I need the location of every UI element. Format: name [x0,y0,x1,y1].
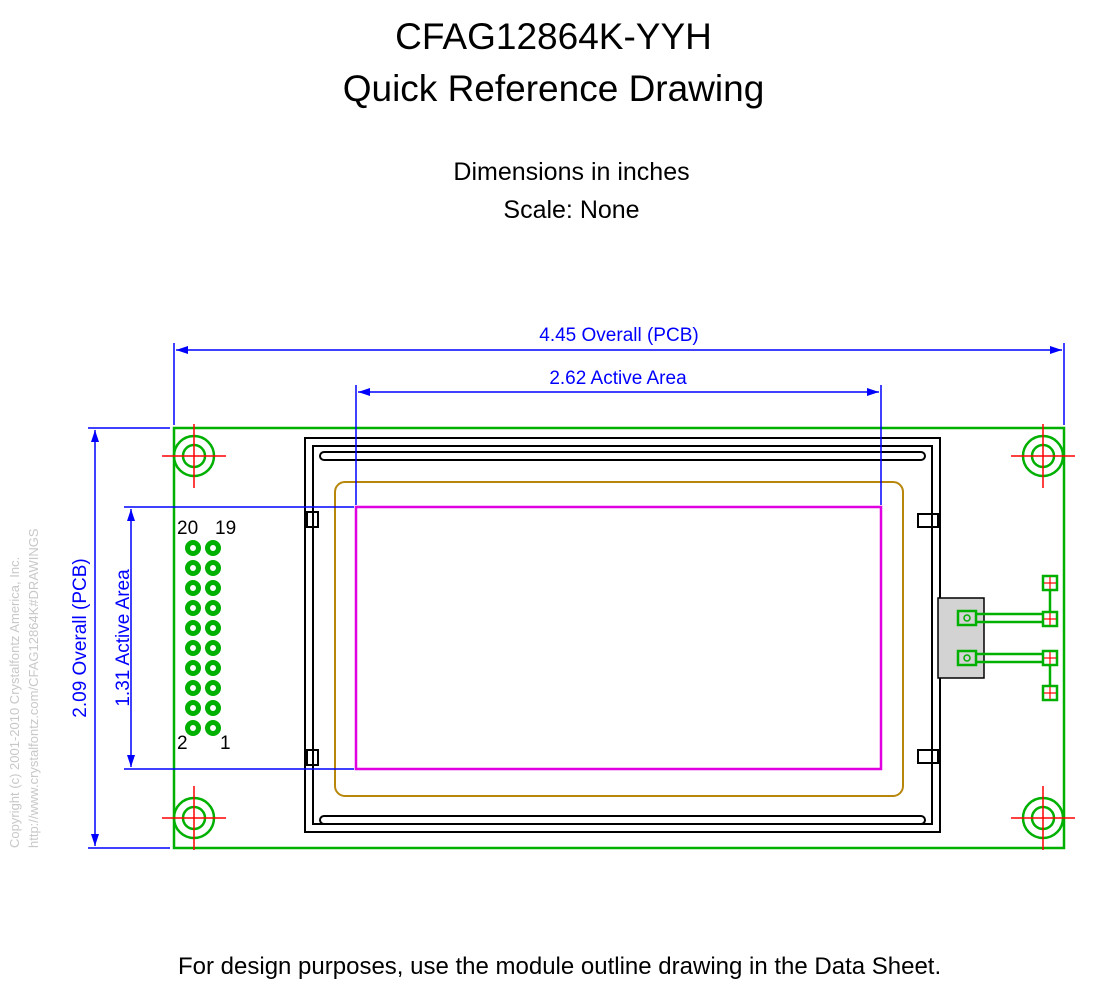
pin-hole-3 [210,705,216,711]
active-height-dimension [124,506,354,770]
pcb-outline [172,426,1066,850]
overall-height-label: 2.09 Overall (PCB) [70,558,91,717]
pin-hole-16 [190,585,196,591]
pin-hole-20 [190,545,196,551]
pin-hole-18 [190,565,196,571]
pin-hole-8 [190,665,196,671]
lcd-bezel [304,437,941,833]
units-note: Dimensions in inches [453,158,690,186]
pin-label-19: 19 [215,518,236,539]
overall-height-dimension [88,427,170,849]
pin-label-2: 2 [177,733,188,754]
pin-hole-12 [190,625,196,631]
mounting-hole-bottom-left [162,786,226,850]
active-width-dimension [355,385,882,505]
mounting-hole-top-right [1011,424,1075,488]
pin-hole-1 [210,725,216,731]
pin-hole-9 [210,645,216,651]
pin-hole-11 [210,625,216,631]
scale-note: Scale: None [503,196,640,224]
copyright-line1: Copyright (c) 2001-2010 Crystalfontz Ame… [7,557,22,848]
pin-hole-19 [210,545,216,551]
overall-width-label: 4.45 Overall (PCB) [539,325,698,346]
pin-label-1: 1 [220,733,231,754]
pin-hole-5 [210,685,216,691]
mounting-hole-bottom-right [1011,786,1075,850]
pin-header [185,540,221,736]
active-height-label: 1.31 Active Area [113,569,134,707]
pin-hole-2 [190,725,196,731]
active-width-label: 2.62 Active Area [549,368,687,389]
overall-width-dimension [173,343,1065,425]
pin-hole-7 [210,665,216,671]
backlight-pads [956,574,1059,702]
viewing-area-outline [334,481,904,797]
pin-hole-17 [210,565,216,571]
copyright-line2: http://www.crystalfontz.com/CFAG12864K#D… [26,528,41,848]
pin-label-20: 20 [177,518,198,539]
pin-hole-15 [210,585,216,591]
pin-hole-6 [190,685,196,691]
footer-note: For design purposes, use the module outl… [178,953,942,980]
drawing-title: CFAG12864K-YYH [395,16,712,57]
active-area-outline [354,505,883,771]
pin-hole-13 [210,605,216,611]
backlight-pad-marks [963,577,1056,699]
pin-hole-10 [190,645,196,651]
mounting-hole-top-left [162,424,226,488]
pin-hole-14 [190,605,196,611]
drawing-subtitle: Quick Reference Drawing [342,68,765,109]
pin-hole-4 [190,705,196,711]
